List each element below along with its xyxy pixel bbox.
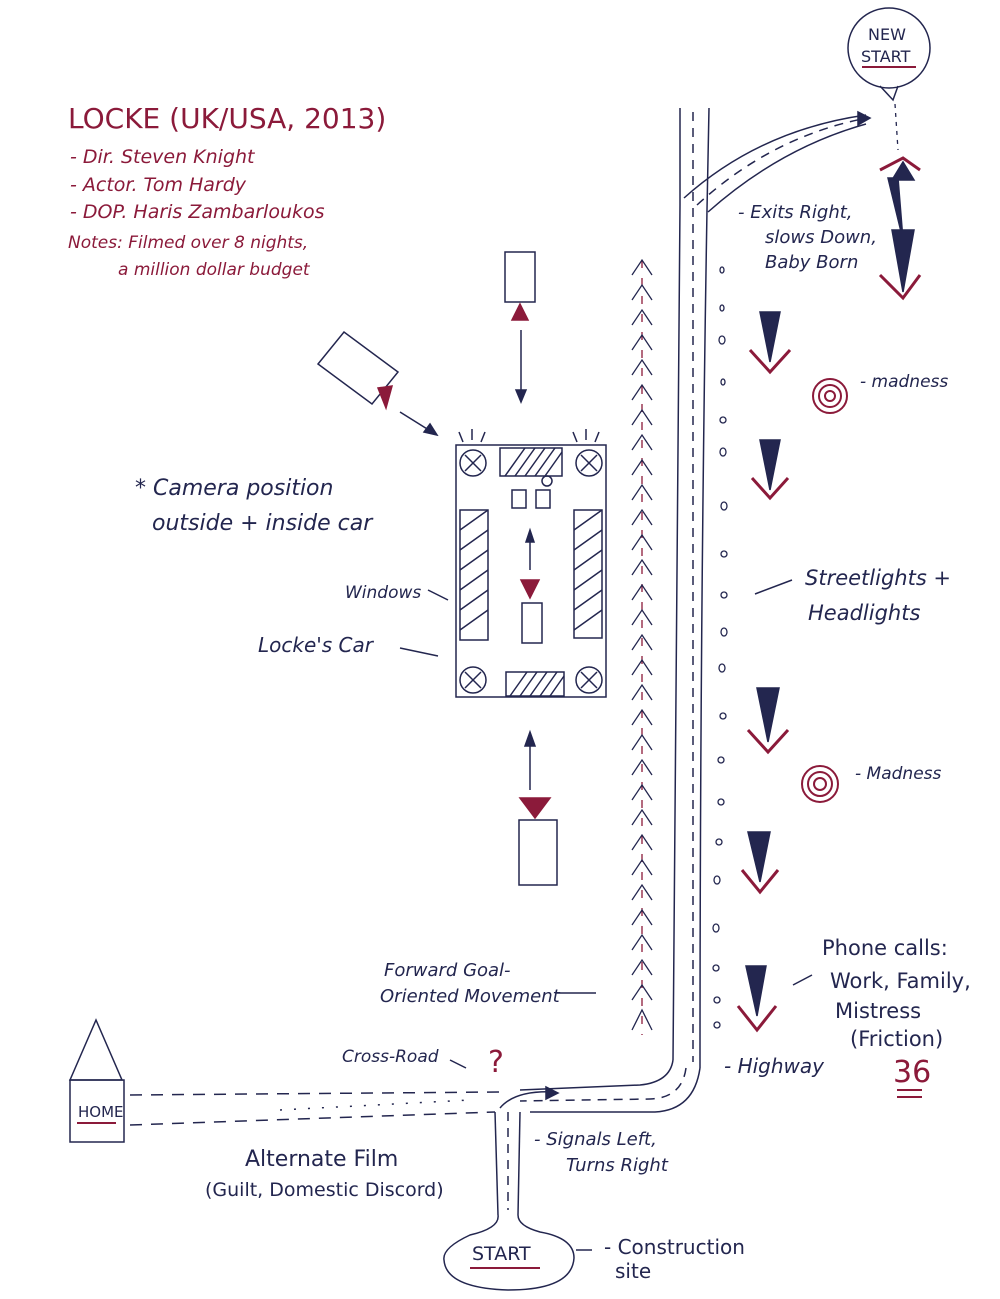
alternate-film-note: (Guilt, Domestic Discord) xyxy=(205,1179,444,1201)
down-arrow-2 xyxy=(748,311,792,375)
exits-right-label: - Exits Right, xyxy=(738,202,853,223)
lockes-car-label: Locke's Car xyxy=(258,633,375,657)
site-label: site xyxy=(615,1259,651,1283)
headlights-label: Headlights xyxy=(808,601,920,625)
streetlights-label: Streetlights + xyxy=(805,566,951,590)
camera-top xyxy=(504,251,536,404)
madness-spiral-1 xyxy=(812,378,848,414)
madness-spiral-2 xyxy=(801,765,839,803)
down-arrow-4 xyxy=(746,687,790,755)
camera-note-line2: outside + inside car xyxy=(152,511,374,536)
madness-label-2: - Madness xyxy=(855,764,942,784)
notes-line2: a million dollar budget xyxy=(118,260,311,280)
down-arrow-3 xyxy=(750,439,790,501)
scene-down-arrows xyxy=(736,156,922,1033)
phone-friction-label: (Friction) xyxy=(850,1027,943,1051)
construction-label: - Construction xyxy=(604,1235,745,1259)
window-right xyxy=(573,509,603,639)
camera-bottom xyxy=(518,729,558,886)
turns-right-label: Turns Right xyxy=(566,1155,669,1176)
start-bubble xyxy=(443,1214,575,1291)
home-label: HOME xyxy=(78,1103,124,1121)
wheel-rear-right xyxy=(575,666,603,694)
oriented-movement-label: Oriented Movement xyxy=(380,986,561,1007)
alternate-film-label: Alternate Film xyxy=(245,1147,398,1172)
phone-work-family-label: Work, Family, xyxy=(830,969,971,993)
baby-born-label: Baby Born xyxy=(765,252,858,273)
wheel-front-right xyxy=(575,449,603,477)
notes-line1: Notes: Filmed over 8 nights, xyxy=(68,233,308,253)
wheel-rear-left xyxy=(459,666,487,694)
lockes-car xyxy=(455,429,607,698)
credit-director: - Dir. Steven Knight xyxy=(70,146,256,168)
forward-movement-arrows xyxy=(631,258,653,1035)
camera-note: * Camera position outside + inside car xyxy=(135,476,374,536)
page-number: 36 xyxy=(893,1055,931,1090)
highway-label: - Highway xyxy=(724,1054,825,1078)
credit-actor: - Actor. Tom Hardy xyxy=(70,174,247,196)
window-left xyxy=(459,509,489,641)
wheel-front-left xyxy=(459,449,487,477)
title-block: LOCKE (UK/USA, 2013) - Dir. Steven Knigh… xyxy=(68,102,386,280)
window-front xyxy=(499,447,563,477)
madness-label-1: - madness xyxy=(860,372,948,392)
credit-dop: - DOP. Haris Zambarloukos xyxy=(70,201,325,223)
down-arrow-6 xyxy=(736,965,778,1033)
question-mark: ? xyxy=(488,1045,504,1080)
streetlight-dots xyxy=(712,266,728,1029)
window-rear xyxy=(505,671,565,697)
home-house xyxy=(68,1018,125,1143)
film-title: LOCKE (UK/USA, 2013) xyxy=(68,102,386,135)
highway-road xyxy=(129,107,872,1216)
new-start-label-1: NEW xyxy=(868,25,906,44)
down-arrow-5 xyxy=(740,831,780,895)
new-start-label-2: START xyxy=(861,47,911,66)
camera-diagonal xyxy=(316,330,439,437)
slows-down-label: slows Down, xyxy=(765,227,877,248)
down-arrow-1 xyxy=(878,156,922,301)
phone-calls-label: Phone calls: xyxy=(822,936,948,960)
camera-note-line1: * Camera position xyxy=(135,476,333,501)
signals-left-label: - Signals Left, xyxy=(534,1129,657,1150)
new-start-bubble xyxy=(847,7,931,89)
start-label: START xyxy=(472,1243,531,1265)
cross-road-label: Cross-Road xyxy=(342,1047,439,1067)
forward-goal-label: Forward Goal- xyxy=(384,960,511,981)
windows-label: Windows xyxy=(345,583,421,603)
phone-mistress-label: Mistress xyxy=(835,999,921,1023)
